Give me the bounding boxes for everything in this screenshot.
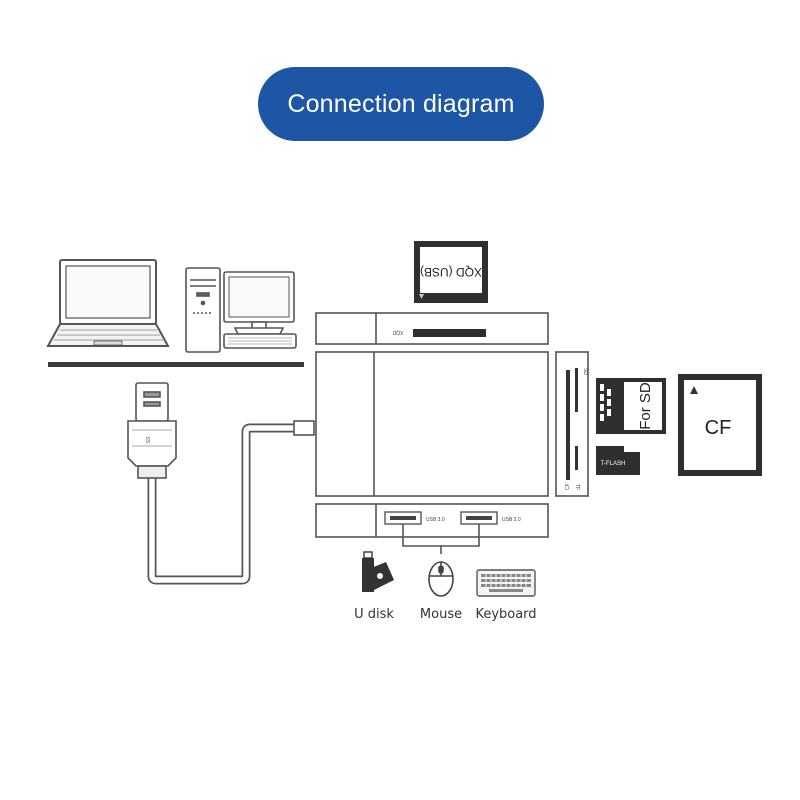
sd-slot-label: SD xyxy=(582,368,588,375)
peripheral-label-keyboard: Keyboard xyxy=(475,607,536,622)
tf-slot xyxy=(575,446,578,470)
xqd-card-label: XQD (USB) xyxy=(420,265,482,279)
side-slot-panel xyxy=(555,351,589,497)
desktop-computer-icon xyxy=(185,267,297,353)
peripheral-label-mouse: Mouse xyxy=(420,607,462,622)
usb-port-1 xyxy=(384,511,422,525)
hub-top-section xyxy=(315,312,549,345)
cf-card-label: CF xyxy=(705,417,732,439)
tf-slot-label: TF xyxy=(574,484,580,490)
usb-stick-icon xyxy=(362,551,394,592)
mouse-icon xyxy=(428,561,454,597)
usb-port-2 xyxy=(460,511,498,525)
hub-body xyxy=(315,351,549,497)
xqd-card xyxy=(414,241,488,303)
cable-connector xyxy=(293,420,315,436)
peripheral-label-u-disk: U disk xyxy=(354,607,394,622)
sd-card xyxy=(596,378,666,434)
sd-card-label: For SD xyxy=(637,382,654,430)
cf-slot xyxy=(566,370,570,480)
cf-slot-label: CF xyxy=(565,483,571,490)
hub-bottom-section xyxy=(315,503,549,538)
xqd-slot-label: XQD xyxy=(392,329,403,335)
tf-card-label: T-FLASH xyxy=(601,461,626,467)
title-badge: Connection diagram xyxy=(258,67,544,141)
page-title: Connection diagram xyxy=(287,89,515,118)
ss-mark: SS xyxy=(146,436,152,443)
laptop-icon xyxy=(46,259,170,347)
usb-port-1-label: USB 3.0 xyxy=(426,517,445,523)
xqd-slot xyxy=(413,329,486,337)
desk-line xyxy=(48,362,304,367)
ports-bracket xyxy=(402,524,480,554)
usb-port-2-label: USB 3.0 xyxy=(502,517,521,523)
cf-card xyxy=(678,374,762,476)
tf-card xyxy=(596,446,640,475)
usb-cable-inner xyxy=(149,425,296,583)
keyboard-icon xyxy=(476,569,536,597)
usb-plug xyxy=(127,382,177,479)
sd-slot xyxy=(575,368,578,412)
